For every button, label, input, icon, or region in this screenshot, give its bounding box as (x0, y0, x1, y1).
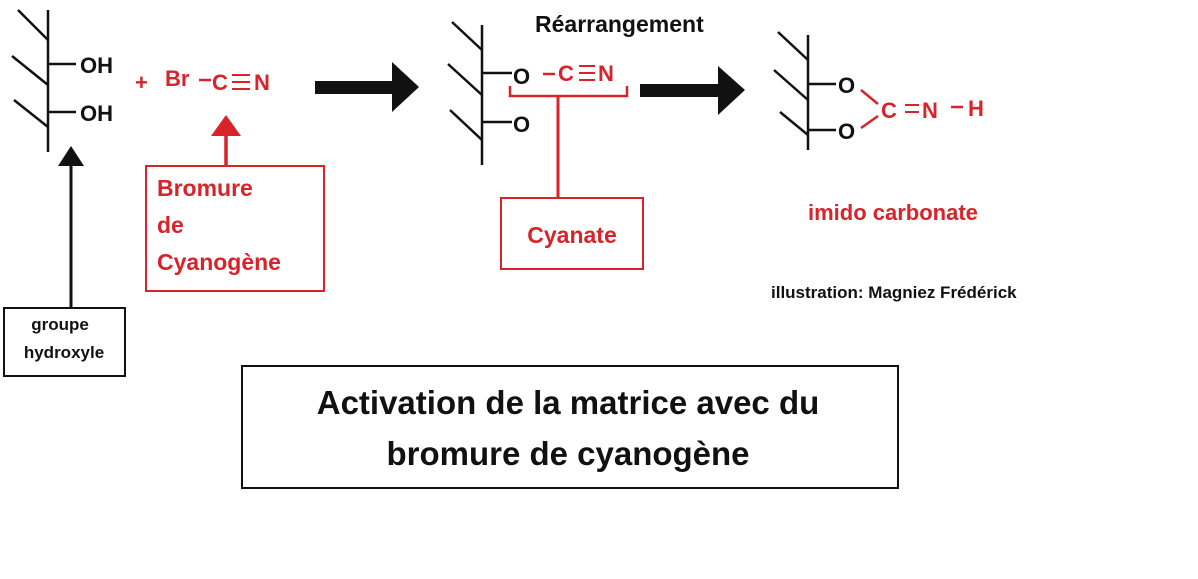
product-o-1: O (838, 73, 855, 98)
reactant-matrix (11, 9, 76, 152)
product-bond-lower (860, 114, 879, 130)
hydroxyl-oh-2: OH (80, 101, 113, 126)
reagent-triple-bond (232, 74, 250, 90)
bromure-label-line-3: Cyanogène (157, 249, 281, 275)
bromure-label-box (145, 165, 325, 292)
matrix-hatch (779, 111, 809, 136)
imido-carbonate-label: imido carbonate (808, 200, 978, 225)
matrix-hatch (11, 55, 49, 86)
reaction-arrow-2-shaft (640, 84, 722, 97)
intermediate-matrix (447, 21, 512, 165)
cyanate-bracket (508, 86, 629, 98)
product-n: N (922, 98, 938, 123)
reagent-br: Br (165, 66, 190, 91)
reaction-arrow-1-shaft (315, 81, 395, 94)
bromure-pointer-head (211, 115, 241, 136)
reaction-arrow-1-head (392, 62, 419, 112)
credit-label: illustration: Magniez Frédérick (771, 283, 1017, 302)
cyanate-label-box (500, 197, 644, 270)
product-bond-upper (860, 89, 879, 105)
hydroxyl-oh-1: OH (80, 53, 113, 78)
intermediate-o-1: O (513, 64, 530, 89)
title-line-2: bromure de cyanogène (386, 435, 749, 472)
plus-sign: + (135, 70, 148, 95)
intermediate-o-2: O (513, 112, 530, 137)
title-box (241, 365, 899, 489)
matrix-hatch (447, 63, 483, 96)
cyanate-triple-bond (579, 65, 595, 81)
matrix-hatch (449, 109, 483, 141)
reagent-c: C (212, 70, 228, 95)
matrix-hatch (13, 99, 49, 128)
reaction-arrow-2-head (718, 66, 745, 115)
cyanate-c: C (558, 61, 574, 86)
hydroxyle-label-box (3, 307, 126, 377)
bromure-label-line-2: de (157, 212, 184, 238)
hydroxyle-pointer-head (58, 146, 84, 166)
product-c: C (881, 98, 897, 123)
product-h: H (968, 96, 984, 121)
product-double-bond (905, 104, 919, 113)
cyanate-n: N (598, 61, 614, 86)
rearrangement-label: Réarrangement (535, 11, 704, 37)
title-line-1: Activation de la matrice avec du (317, 384, 820, 421)
matrix-hatch (777, 31, 809, 61)
bromure-label-line-1: Bromure (157, 175, 253, 201)
matrix-hatch (17, 9, 49, 41)
hydroxyle-label-line-1: groupe (31, 315, 89, 334)
product-o-2: O (838, 119, 855, 144)
cyanate-label: Cyanate (527, 222, 616, 248)
matrix-hatch (451, 21, 483, 51)
matrix-hatch (773, 69, 809, 101)
hydroxyle-label-line-2: hydroxyle (24, 343, 104, 362)
reagent-n: N (254, 70, 270, 95)
product-matrix (773, 31, 836, 150)
